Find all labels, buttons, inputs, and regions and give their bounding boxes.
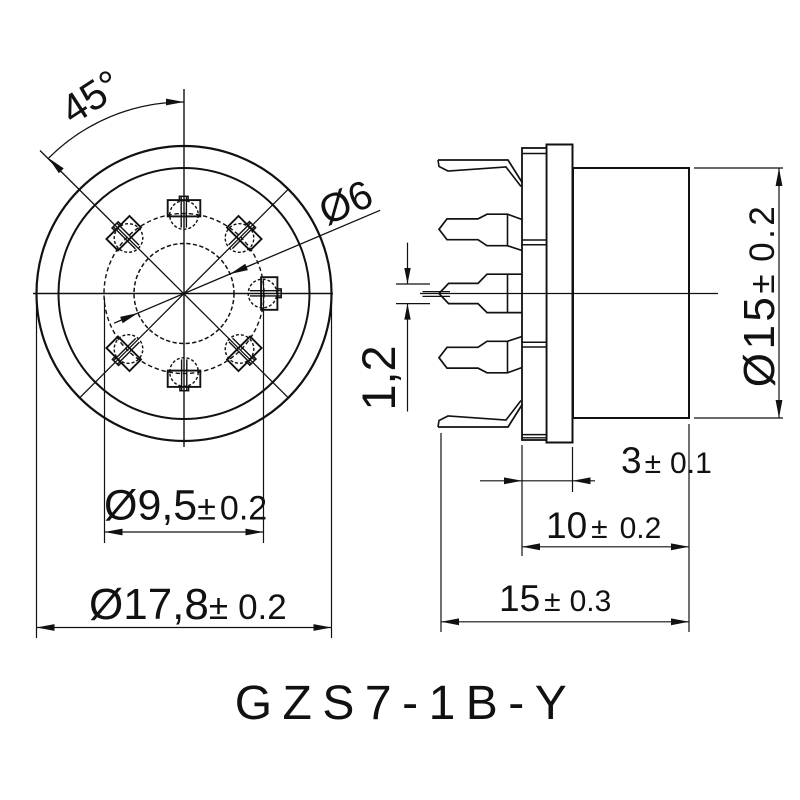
- svg-text:Ø17,8±0.2: Ø17,8±0.2: [89, 580, 287, 629]
- svg-text:Ø15±0.2: Ø15±0.2: [735, 203, 784, 388]
- svg-text:15±0.3: 15±0.3: [499, 578, 611, 619]
- svg-text:GZS7-1B-Y: GZS7-1B-Y: [235, 677, 578, 730]
- svg-text:Ø9,5±0.2: Ø9,5±0.2: [104, 482, 267, 530]
- svg-text:1,2: 1,2: [352, 345, 405, 410]
- svg-text:10±0.2: 10±0.2: [546, 505, 661, 546]
